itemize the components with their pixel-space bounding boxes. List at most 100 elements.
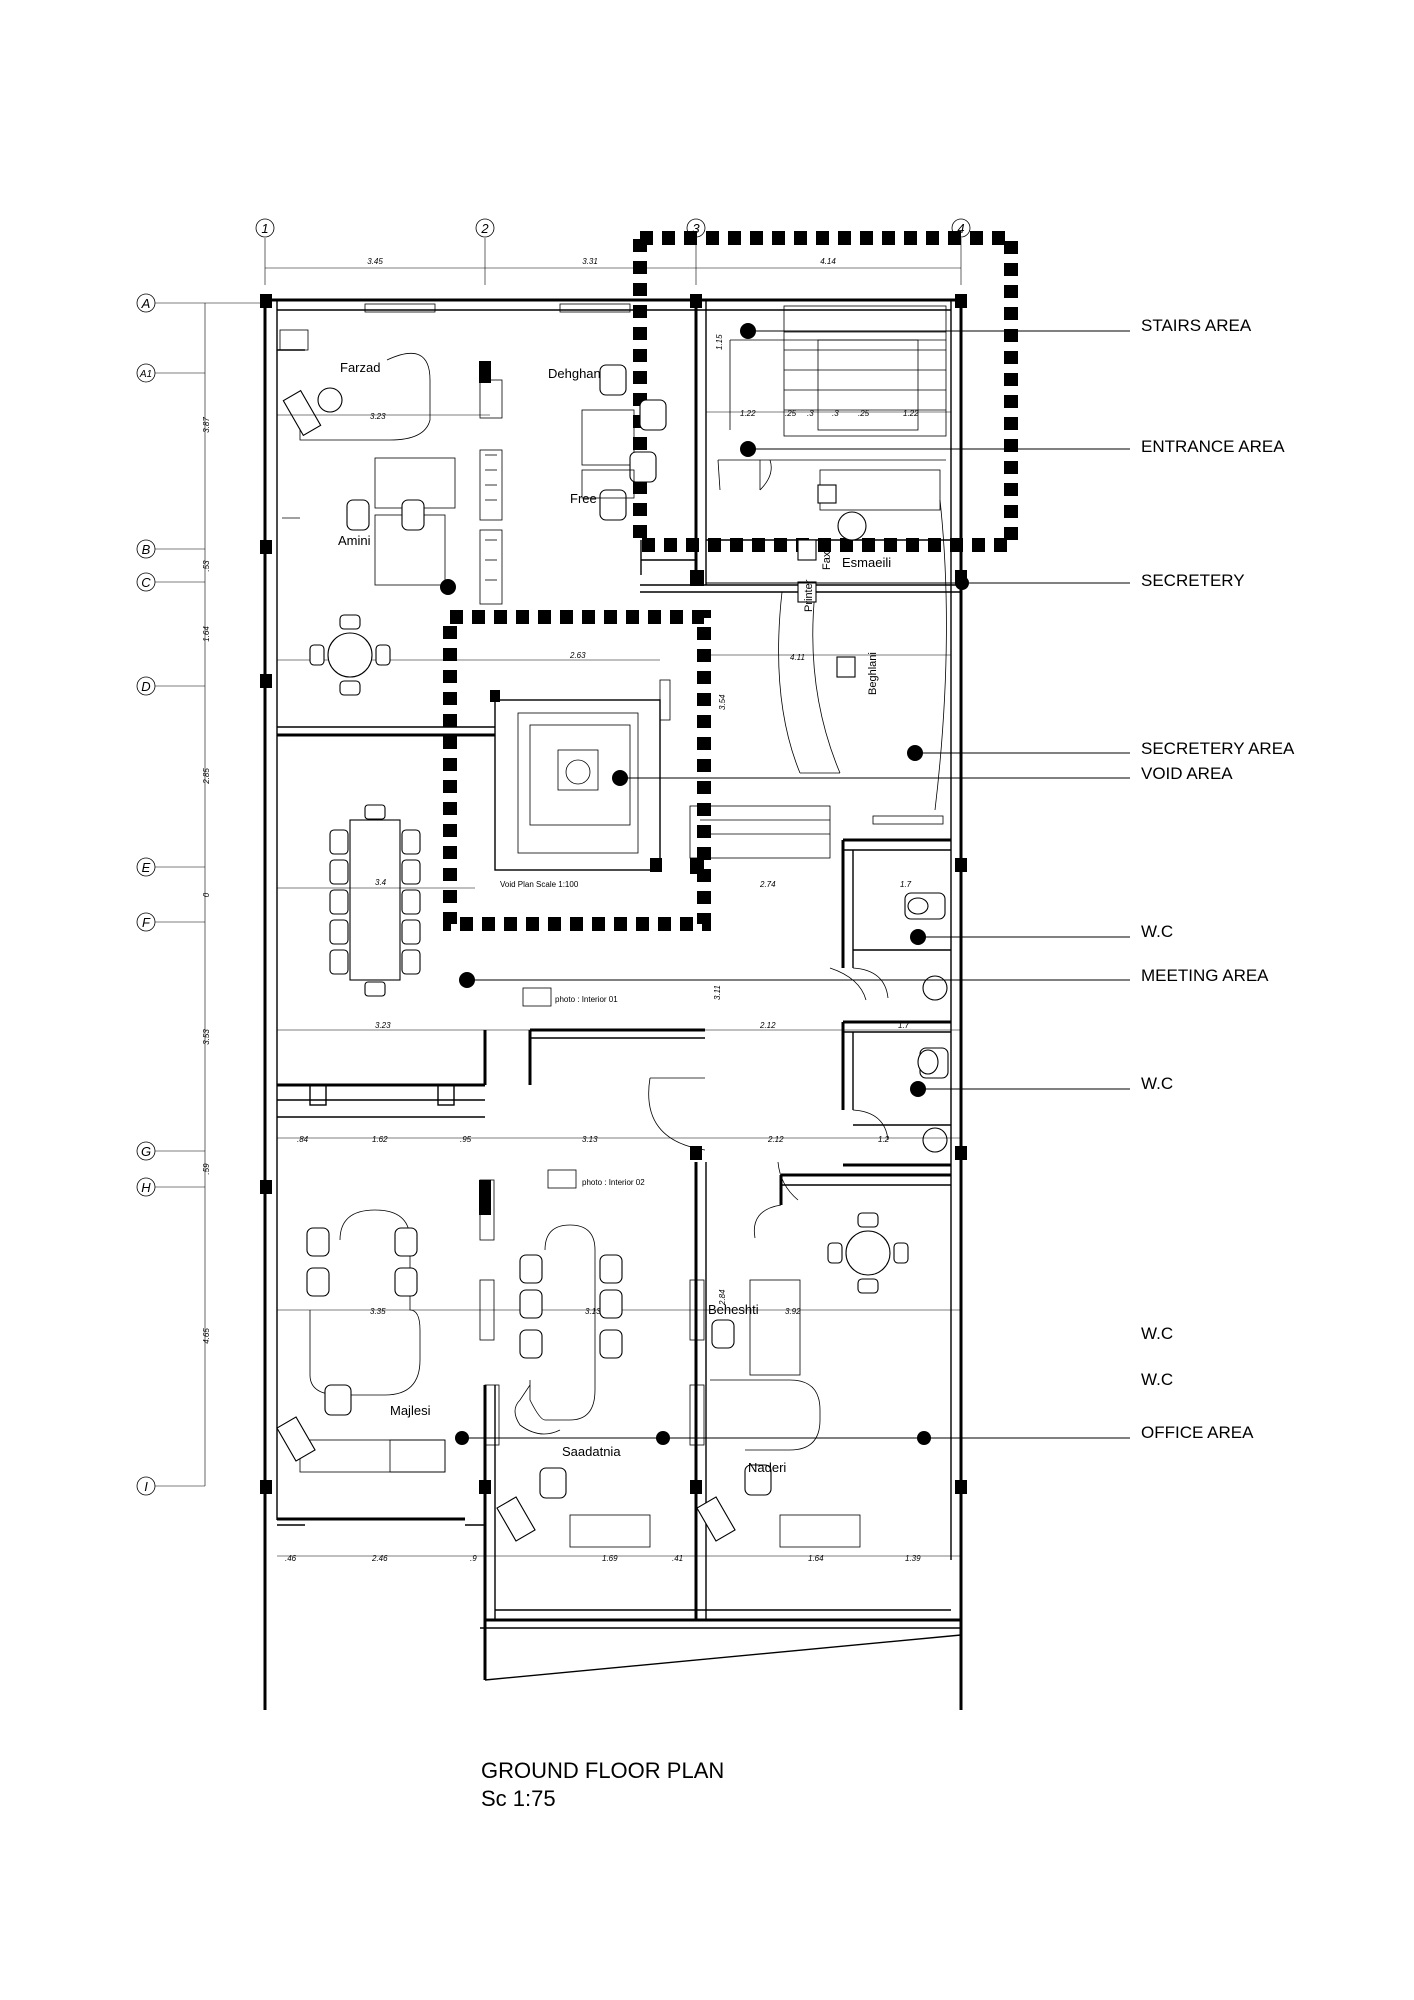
- secretery-desk: Printer Fax Beghlani Esmaeili 4.11 3.54: [689, 469, 951, 859]
- svg-text:1.64: 1.64: [808, 1554, 824, 1563]
- svg-text:3: 3: [692, 221, 700, 236]
- dim-left-8: 4.65: [202, 1328, 211, 1344]
- dim-top-3: 4.14: [820, 257, 836, 266]
- room-name-dehghan: Dehghan: [548, 366, 601, 381]
- dim-left-7: .59: [202, 1163, 211, 1175]
- void-plan-caption: Void Plan Scale 1:100: [500, 880, 579, 889]
- vertical-grid-axes: 1 2 3 4 3.45 3.31 4.14: [255, 218, 971, 285]
- room-name-saadatnia: Saadatnia: [562, 1444, 621, 1459]
- grid-axis-G-marker: G: [136, 1141, 205, 1161]
- svg-text:3.13: 3.13: [582, 1135, 598, 1144]
- stairs: 1.22 .25 .3 .3 .25 1.22 1.15: [706, 305, 951, 491]
- svg-text:3.23: 3.23: [370, 412, 386, 421]
- svg-text:.84: .84: [297, 1135, 309, 1144]
- fax-label: Fax: [821, 551, 833, 570]
- dim-left-6: 3.53: [202, 1029, 211, 1045]
- svg-text:A1: A1: [139, 369, 152, 380]
- svg-text:3.23: 3.23: [375, 1021, 391, 1030]
- svg-text:A: A: [141, 296, 151, 311]
- svg-text:3.54: 3.54: [718, 694, 727, 710]
- room-name-farzad: Farzad: [340, 360, 380, 375]
- plan-title-block: GROUND FLOOR PLAN Sc 1:75: [481, 1758, 724, 1811]
- svg-text:2.84: 2.84: [718, 1289, 727, 1306]
- room-name-naderi: Naderi: [748, 1460, 786, 1475]
- svg-text:F: F: [142, 915, 151, 930]
- svg-text:.9: .9: [470, 1554, 477, 1563]
- grid-axis-F-marker: F: [136, 912, 205, 932]
- area-leader-lines: [440, 323, 1130, 1445]
- grid-axis-C-marker: C: [136, 572, 205, 592]
- svg-text:2.63: 2.63: [569, 651, 586, 660]
- label-stairs-area: STAIRS AREA: [1141, 316, 1252, 335]
- south-offices: .84 1.62 .95 3.13 2.12 1.2 photo : Inter…: [276, 1135, 961, 1563]
- meeting-table: 3.4 3.23 2.12 1.7 2.74 1.7 3.11 photo : …: [277, 804, 961, 1031]
- plan-title: GROUND FLOOR PLAN: [481, 1758, 724, 1783]
- svg-text:1.22: 1.22: [740, 409, 756, 418]
- svg-text:1.7: 1.7: [898, 1021, 910, 1030]
- dim-left-1: 3.87: [202, 417, 211, 433]
- void-plan: Void Plan Scale 1:100 2.63: [277, 651, 671, 889]
- label-wc-1: W.C: [1141, 922, 1173, 941]
- svg-text:.3: .3: [832, 409, 839, 418]
- svg-text:G: G: [141, 1144, 151, 1159]
- horizontal-grid-axes: A A1 B C D E F: [136, 293, 265, 1496]
- grid-axis-B-marker: B: [136, 539, 205, 559]
- svg-text:2.46: 2.46: [371, 1554, 388, 1563]
- photo-1-caption: photo : Interior 01: [555, 995, 618, 1004]
- label-secretery-area: SECRETERY AREA: [1141, 739, 1295, 758]
- svg-text:4.11: 4.11: [790, 653, 805, 662]
- svg-text:3.13: 3.13: [585, 1307, 601, 1316]
- room-name-esmaeili: Esmaeili: [842, 555, 891, 570]
- dim-left-4: 2.85: [202, 768, 211, 785]
- label-meeting-area: MEETING AREA: [1141, 966, 1269, 985]
- room-name-beheshti: Beheshti: [708, 1302, 759, 1317]
- grid-axis-A-marker: A: [136, 293, 205, 313]
- svg-text:2.12: 2.12: [759, 1021, 776, 1030]
- photo-1-camera: [522, 987, 552, 1007]
- svg-text:H: H: [141, 1180, 151, 1195]
- svg-text:3.4: 3.4: [375, 878, 387, 887]
- svg-text:C: C: [141, 575, 151, 590]
- label-office-area: OFFICE AREA: [1141, 1423, 1254, 1442]
- svg-text:3.92: 3.92: [785, 1307, 801, 1316]
- label-wc-4: W.C: [1141, 1370, 1173, 1389]
- svg-text:D: D: [141, 679, 150, 694]
- svg-text:2.74: 2.74: [759, 880, 776, 889]
- room-name-majlesi: Majlesi: [390, 1403, 431, 1418]
- dim-left-5: 0: [202, 892, 211, 897]
- grid-axis-D-marker: D: [136, 676, 205, 696]
- wc-fixtures: [852, 892, 949, 1153]
- grid-axis-A1-marker: A1: [136, 363, 205, 383]
- highlight-frames: [443, 231, 1018, 931]
- north-offices: Farzad 3.23 Dehghan Free Amini: [277, 329, 667, 696]
- label-void-area: VOID AREA: [1141, 764, 1233, 783]
- photo-2-caption: photo : Interior 02: [582, 1178, 645, 1187]
- grid-axis-2-marker: 2: [475, 218, 495, 238]
- svg-text:1.22: 1.22: [903, 409, 919, 418]
- dim-top-1: 3.45: [367, 257, 383, 266]
- grid-axis-I-marker: I: [136, 1476, 205, 1496]
- void-area-highlight: [443, 610, 711, 931]
- svg-text:2.12: 2.12: [767, 1135, 784, 1144]
- stairs-entrance-highlight: [633, 231, 1018, 552]
- grid-axis-E-marker: E: [136, 857, 205, 877]
- dim-left-3: 1.64: [202, 626, 211, 642]
- room-name-amini: Amini: [338, 533, 371, 548]
- svg-text:.41: .41: [672, 1554, 683, 1563]
- svg-text:1.62: 1.62: [372, 1135, 388, 1144]
- grid-axis-1-marker: 1: [255, 218, 275, 238]
- svg-text:.95: .95: [460, 1135, 472, 1144]
- svg-text:1: 1: [261, 221, 268, 236]
- photo-2-camera: [547, 1169, 577, 1189]
- area-labels: STAIRS AREA ENTRANCE AREA SECRETERY SECR…: [1141, 316, 1295, 1442]
- svg-text:1.39: 1.39: [905, 1554, 921, 1563]
- svg-text:1.15: 1.15: [715, 334, 724, 350]
- svg-text:I: I: [144, 1479, 148, 1494]
- printer-label: Printer: [803, 579, 815, 612]
- plan-scale: Sc 1:75: [481, 1786, 556, 1811]
- svg-text:2: 2: [480, 221, 489, 236]
- label-secretery: SECRETERY: [1141, 571, 1245, 590]
- label-wc-3: W.C: [1141, 1324, 1173, 1343]
- svg-text:4: 4: [957, 221, 964, 236]
